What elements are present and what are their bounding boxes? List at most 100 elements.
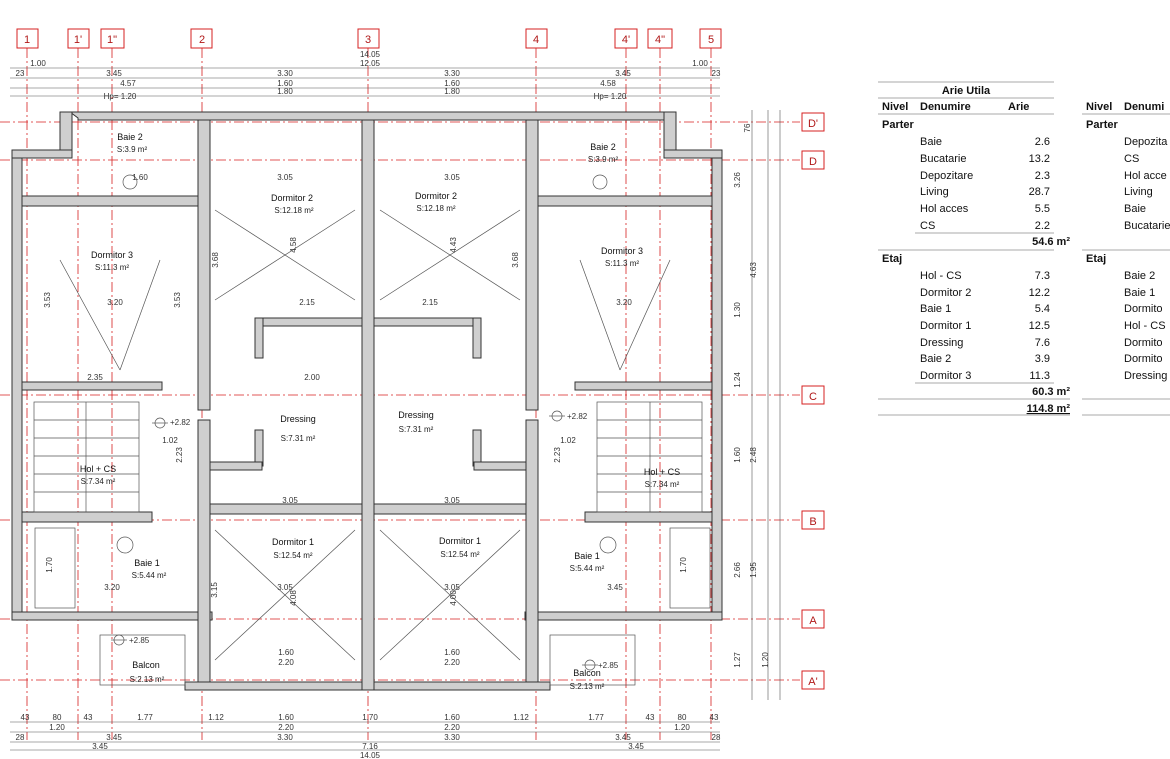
dim-text: 3.05	[444, 496, 460, 505]
inner-dimensions: 3.20 3.05 3.05 3.20 2.15 2.15 2.35 2.00 …	[43, 173, 688, 667]
table-cell: Hol acce	[1124, 170, 1167, 182]
dim-text: 23	[16, 69, 25, 78]
dim-text: 3.20	[104, 583, 120, 592]
room-name: Hol + CS	[80, 464, 116, 474]
room-area: S:5.44 m²	[132, 571, 167, 580]
dim-text: 12.05	[360, 59, 381, 68]
dim-text: 43	[84, 713, 93, 722]
room-name: Dormitor 1	[439, 536, 481, 546]
table-cell: 11.3	[1029, 370, 1050, 382]
table-cell: 12.2	[1029, 287, 1050, 299]
dim-text: 3.45	[92, 742, 108, 751]
dim-text: 14.05	[360, 50, 381, 59]
room-area: S:12.54 m²	[440, 550, 479, 559]
room-area: S:11.3 m²	[605, 259, 639, 268]
dim-text: 2.23	[175, 447, 184, 463]
right-dimensions: 76 3.26 4.63 1.30 1.24 1.60 2.48 1.95 2.…	[733, 110, 781, 700]
table-cell: 12.5	[1029, 320, 1050, 332]
hp-label: Hp= 1.20	[104, 92, 137, 101]
table-header: Denumi	[1124, 101, 1164, 113]
dim-text: 4.58	[289, 237, 298, 253]
room-area: S:12.18 m²	[274, 206, 313, 215]
dim-text: 3.05	[444, 583, 460, 592]
fixtures	[33, 174, 711, 686]
room-name: Dormitor 3	[601, 246, 643, 256]
table-cell: 5.4	[1035, 303, 1050, 315]
dim-text: 43	[710, 713, 719, 722]
table-cell: Hol - CS	[1124, 320, 1166, 332]
table-cell: Living	[920, 186, 949, 198]
level-text: +2.82	[567, 412, 588, 421]
room-name: Dressing	[398, 410, 434, 420]
table-cell: 5.5	[1035, 203, 1050, 215]
axis-label: B	[809, 516, 816, 528]
dim-text: 3.45	[615, 69, 631, 78]
dim-text: 3.20	[107, 298, 123, 307]
room-name: Dormitor 1	[272, 537, 314, 547]
hp-label: Hp= 1.20	[594, 92, 627, 101]
dim-text: 1.20	[49, 723, 65, 732]
table-level: Etaj	[882, 253, 902, 265]
room-area: S:2.13 m²	[130, 675, 165, 684]
room-area: S:2.13 m²	[570, 682, 605, 691]
dim-text: 14.05	[360, 751, 381, 759]
room-name: Dressing	[280, 414, 316, 424]
dim-text: 1.70	[45, 557, 54, 573]
dim-text: 2.35	[87, 373, 103, 382]
dim-text: 1.60	[733, 447, 742, 463]
dim-text: 1.12	[513, 713, 529, 722]
room-area: S:7.31 m²	[399, 425, 434, 434]
dim-text: 1.20	[761, 652, 770, 668]
table-cell: Hol acces	[920, 203, 969, 215]
table-cell: Dormitor 3	[920, 370, 971, 382]
dim-text: 1.00	[30, 59, 46, 68]
dim-text: 3.26	[733, 172, 742, 188]
room-area: S:7.34 m²	[81, 477, 116, 486]
room-name: Dormitor 2	[271, 193, 313, 203]
room-area: S:5.44 m²	[570, 564, 605, 573]
dim-text: 3.30	[444, 69, 460, 78]
dim-text: 1.77	[137, 713, 153, 722]
dim-text: 4.00	[449, 590, 458, 606]
dim-text: 80	[678, 713, 687, 722]
level-text: +2.85	[129, 636, 150, 645]
table-cell: Baie 1	[1124, 287, 1155, 299]
table-cell: Hol - CS	[920, 270, 962, 282]
dim-text: 3.15	[210, 582, 219, 598]
dim-text: 3.20	[616, 298, 632, 307]
dim-text: 1.02	[162, 436, 178, 445]
dim-text: 1.80	[444, 87, 460, 96]
dim-text: 1.24	[733, 372, 742, 388]
table-header: Nivel	[1086, 101, 1112, 113]
table-cell: Dressing	[920, 337, 963, 349]
dim-text: 1.80	[277, 87, 293, 96]
dim-text: 2.20	[444, 658, 460, 667]
dim-text: 1.27	[733, 652, 742, 668]
dim-text: 1.60	[444, 79, 460, 88]
axis-label: D	[809, 156, 817, 168]
table-cell: Depozitare	[920, 170, 973, 182]
table-cell: Baie	[1124, 203, 1146, 215]
axis-label: 1"	[107, 34, 117, 46]
dim-text: 1.20	[674, 723, 690, 732]
room-labels: Baie 2 S:3.9 m² Baie 2 S:3.9 m² Dormitor…	[80, 132, 680, 691]
bottom-dimensions: 43 80 43 1.77 1.12 1.60 1.70 1.60 1.12 1…	[10, 713, 721, 759]
axis-labels-side: D' D C B A A'	[801, 112, 825, 690]
dim-text: 3.68	[211, 252, 220, 268]
table-cell: 28.7	[1029, 186, 1050, 198]
dim-text: 43	[21, 713, 30, 722]
room-name: Balcon	[573, 668, 601, 678]
dim-text: 23	[712, 69, 721, 78]
table-level: Etaj	[1086, 253, 1106, 265]
dim-text: 1.77	[588, 713, 604, 722]
dim-text: 3.30	[444, 733, 460, 742]
dim-text: 2.15	[299, 298, 315, 307]
dim-text: 2.15	[422, 298, 438, 307]
dim-text: 3.45	[106, 733, 122, 742]
dim-text: 4.57	[120, 79, 136, 88]
dim-text: 2.20	[444, 723, 460, 732]
table-cell: Dormitor 1	[920, 320, 971, 332]
dim-text: 1.60	[278, 713, 294, 722]
table-cell: CS	[1124, 153, 1139, 165]
